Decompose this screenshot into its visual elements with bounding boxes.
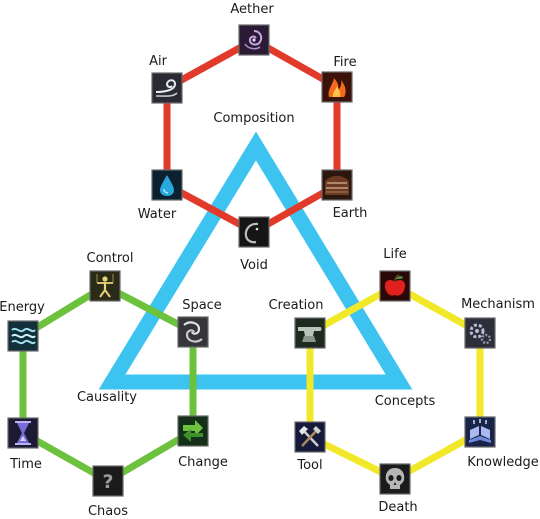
chaos-label: Chaos [88,504,128,519]
aether-node[interactable] [238,24,270,56]
creation-label: Creation [268,298,323,313]
death-label: Death [378,500,417,515]
air-label: Air [149,54,168,69]
air-node[interactable] [151,72,183,104]
earth-node[interactable] [321,169,353,201]
void-node[interactable] [238,216,270,248]
svg-text:?: ? [102,471,113,493]
space-label: Space [182,298,222,313]
time-node[interactable] [7,417,39,449]
change-label: Change [178,455,228,470]
space-node[interactable] [177,316,209,348]
knowledge-node[interactable] [464,416,496,448]
death-node[interactable] [379,463,411,495]
void-label: Void [240,258,268,273]
chaos-node[interactable]: ? [92,465,124,497]
aether-label: Aether [230,2,274,17]
life-node[interactable] [379,270,411,302]
energy-label: Energy [0,300,45,315]
chaos-icon [92,465,124,497]
fire-label: Fire [333,55,356,70]
water-node[interactable] [151,169,183,201]
tool-node[interactable] [294,421,326,453]
triangle-top-label: Composition [213,111,294,126]
control-label: Control [87,251,134,266]
air-icon [151,72,183,104]
red-ring-edges [163,36,341,236]
triangle-left-label: Causality [77,390,137,405]
creation-node[interactable] [294,317,326,349]
earth-label: Earth [333,206,368,221]
mechanism-node[interactable] [464,317,496,349]
time-label: Time [9,457,42,472]
fire-node[interactable] [321,71,353,103]
water-label: Water [138,207,177,222]
control-node[interactable] [89,270,121,302]
energy-node[interactable] [7,320,39,352]
knowledge-label: Knowledge [467,455,538,470]
life-label: Life [383,247,406,262]
composition-triangle [98,131,413,390]
tool-label: Tool [296,458,322,473]
change-node[interactable] [177,415,209,447]
triangle-right-label: Concepts [375,394,436,409]
mechanism-label: Mechanism [461,297,535,312]
mechanism-icon [464,317,496,349]
